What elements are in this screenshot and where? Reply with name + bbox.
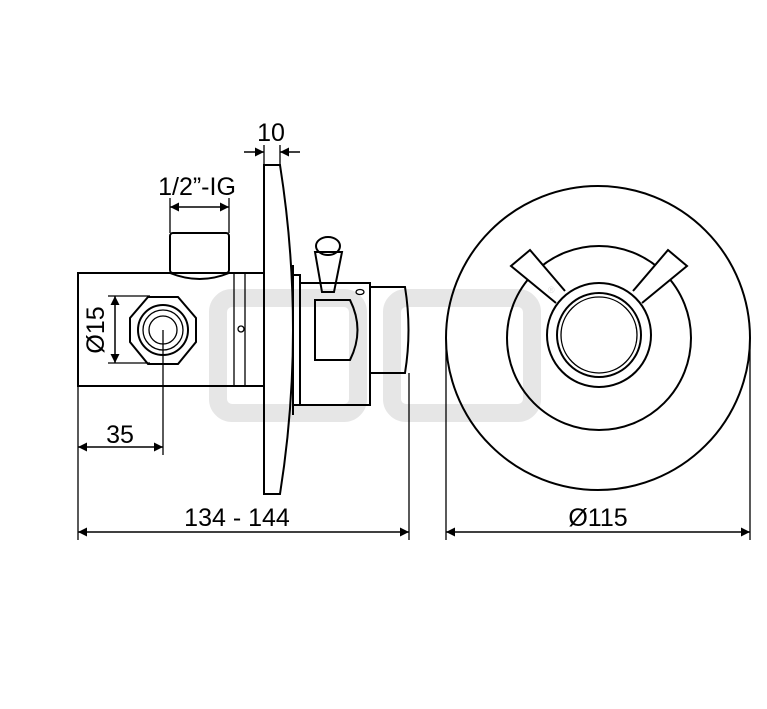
connection-offset-label: 35 xyxy=(106,421,134,449)
dimension-connection-diameter: Ø15 xyxy=(82,295,150,364)
front-view: ® Ø115 xyxy=(445,185,751,540)
hub xyxy=(546,282,652,388)
thread-label: 1/2”-IG xyxy=(158,173,236,201)
total-depth-label: 134 - 144 xyxy=(184,504,290,532)
lever-handle xyxy=(313,236,344,293)
side-view: 10 1/2”-IG Ø15 35 134 - 144 xyxy=(77,119,410,540)
connection-diameter-label: Ø15 xyxy=(82,306,110,353)
rosette-inner xyxy=(506,245,692,431)
cross-handle xyxy=(509,248,689,304)
dimension-total-depth: 134 - 144 xyxy=(77,373,410,540)
dimension-rosette-diameter: Ø115 xyxy=(445,338,751,540)
dimension-connection-offset: 35 xyxy=(78,330,164,455)
rosette-diameter-label: Ø115 xyxy=(568,504,627,532)
hub-ring xyxy=(556,292,642,378)
dimension-thread: 1/2”-IG xyxy=(158,173,236,233)
watermark-logo xyxy=(209,289,541,422)
plate-thickness-label: 10 xyxy=(257,119,285,147)
escutcheon-plate xyxy=(263,164,294,495)
valve-body xyxy=(77,232,264,387)
registered-mark: ® xyxy=(548,285,555,295)
dimension-plate-thickness: 10 xyxy=(244,119,300,165)
